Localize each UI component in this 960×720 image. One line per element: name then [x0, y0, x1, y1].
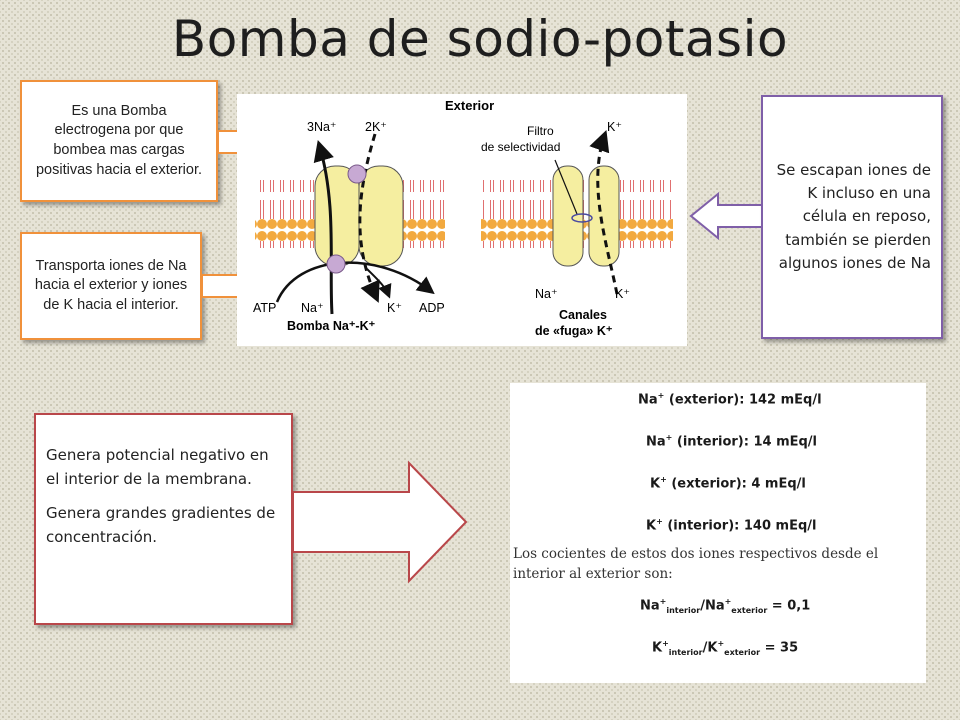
- atp-adp-arrow: [275, 261, 435, 303]
- arrow-leak-icon: [689, 191, 763, 241]
- label-canales: Canales: [559, 308, 607, 322]
- k-ratio-num-charge: +: [662, 639, 669, 648]
- callout-potential-p1: Genera potencial negativo en el interior…: [46, 446, 269, 488]
- callout-potential-p2: Genera grandes gradientes de concentraci…: [46, 504, 276, 546]
- k-ratio-den-charge: +: [717, 639, 725, 648]
- na-ratio-den-charge: +: [724, 597, 732, 606]
- concentration-table: Na+ (exterior): 142 mEq/l Na+ (interior)…: [510, 383, 926, 683]
- filter-ring: [571, 213, 593, 223]
- k-release-arrow: [366, 268, 392, 299]
- k-leak-arrow: [589, 130, 619, 295]
- callout-leak: Se escapan iones de K incluso en una cél…: [761, 95, 943, 339]
- label-na-bottom: Na⁺: [301, 301, 324, 315]
- callout-leak-text: Se escapan iones de K incluso en una cél…: [776, 160, 931, 272]
- pump-diagram: Exterior 3Na⁺ 2K⁺ Filtro de selectividad: [237, 94, 687, 346]
- k-ext-symbol: K: [650, 476, 661, 492]
- na-ext-symbol: Na: [638, 392, 658, 408]
- k-exterior-row: K+ (exterior): 4 mEq/l: [650, 475, 806, 491]
- na-int-charge: +: [665, 433, 673, 442]
- label-filtro: Filtro: [527, 124, 554, 138]
- na-int-symbol: Na: [646, 434, 666, 450]
- na-int-value: (interior): 14 mEq/l: [676, 434, 818, 450]
- label-exterior: Exterior: [445, 98, 494, 113]
- k-int-symbol: K: [646, 518, 657, 534]
- na-ext-charge: +: [657, 391, 665, 400]
- callout-transport-text: Transporta iones de Na hacia el exterior…: [34, 257, 188, 313]
- k-ratio-num: K: [652, 640, 663, 656]
- pump-diagram-svg: Exterior 3Na⁺ 2K⁺ Filtro de selectividad: [253, 98, 673, 338]
- callout-transport: Transporta iones de Na hacia el exterior…: [20, 232, 202, 340]
- label-atp: ATP: [253, 301, 276, 315]
- label-k-bottom: K⁺: [387, 301, 402, 315]
- label-na-right: Na⁺: [535, 287, 558, 301]
- ratio-sentence: Los cocientes de estos dos iones respect…: [513, 546, 879, 582]
- arrow-potential-icon: [292, 460, 468, 584]
- channel-protein-right: [588, 165, 620, 267]
- k-ratio-den: K: [707, 640, 718, 656]
- label-selectividad: de selectividad: [481, 140, 560, 154]
- na-ratio-slash: /: [700, 598, 705, 614]
- label-2k: 2K⁺: [365, 120, 387, 134]
- ion-bottom: [326, 254, 346, 274]
- k-ext-value: (exterior): 4 mEq/l: [671, 476, 806, 492]
- k-int-value: (interior): 140 mEq/l: [667, 518, 817, 534]
- na-ext-value: (exterior): 142 mEq/l: [668, 392, 822, 408]
- na-ratio-num-charge: +: [659, 597, 667, 606]
- na-ratio-row: Na+interior/Na+exterior = 0,1: [640, 597, 810, 615]
- na-out-arrow: [313, 139, 334, 315]
- channel-protein-left: [552, 165, 584, 267]
- na-ratio-num: Na: [640, 598, 660, 614]
- k-ratio-den-sub: exterior: [724, 647, 761, 657]
- na-ratio-value: = 0,1: [771, 598, 811, 614]
- callout-electrogenic: Es una Bomba electrogena por que bombea …: [20, 80, 218, 202]
- na-ratio-num-sub: interior: [666, 605, 701, 615]
- na-ratio-den: Na: [704, 598, 725, 614]
- k-ratio-num-sub: interior: [668, 647, 703, 657]
- k-ratio-row: K+interior/K+exterior = 35: [652, 639, 798, 657]
- pump-protein-right: [358, 165, 404, 267]
- k-ratio-value: = 35: [764, 640, 799, 656]
- slide-title: Bomba de sodio-potasio: [171, 10, 789, 68]
- ion-top: [347, 164, 367, 184]
- na-exterior-row: Na+ (exterior): 142 mEq/l: [638, 391, 822, 407]
- k-interior-row: K+ (interior): 140 mEq/l: [646, 517, 816, 533]
- na-ratio-den-sub: exterior: [731, 605, 768, 615]
- k-in-arrow: [358, 133, 380, 303]
- label-fuga: de «fuga» K⁺: [535, 324, 613, 338]
- label-k-right: K⁺: [615, 287, 630, 301]
- label-3na: 3Na⁺: [307, 120, 337, 134]
- label-adp: ADP: [419, 301, 445, 315]
- k-int-charge: +: [656, 517, 663, 526]
- filter-pointer: [554, 159, 578, 215]
- callout-electrogenic-text: Es una Bomba electrogena por que bombea …: [35, 102, 203, 178]
- na-interior-row: Na+ (interior): 14 mEq/l: [646, 433, 817, 449]
- k-ext-charge: +: [660, 475, 667, 484]
- callout-potential: Genera potencial negativo en el interior…: [34, 413, 293, 625]
- k-ratio-slash: /: [702, 640, 708, 656]
- label-pump: Bomba Na⁺-K⁺: [287, 319, 376, 333]
- label-k-top: K⁺: [607, 120, 622, 134]
